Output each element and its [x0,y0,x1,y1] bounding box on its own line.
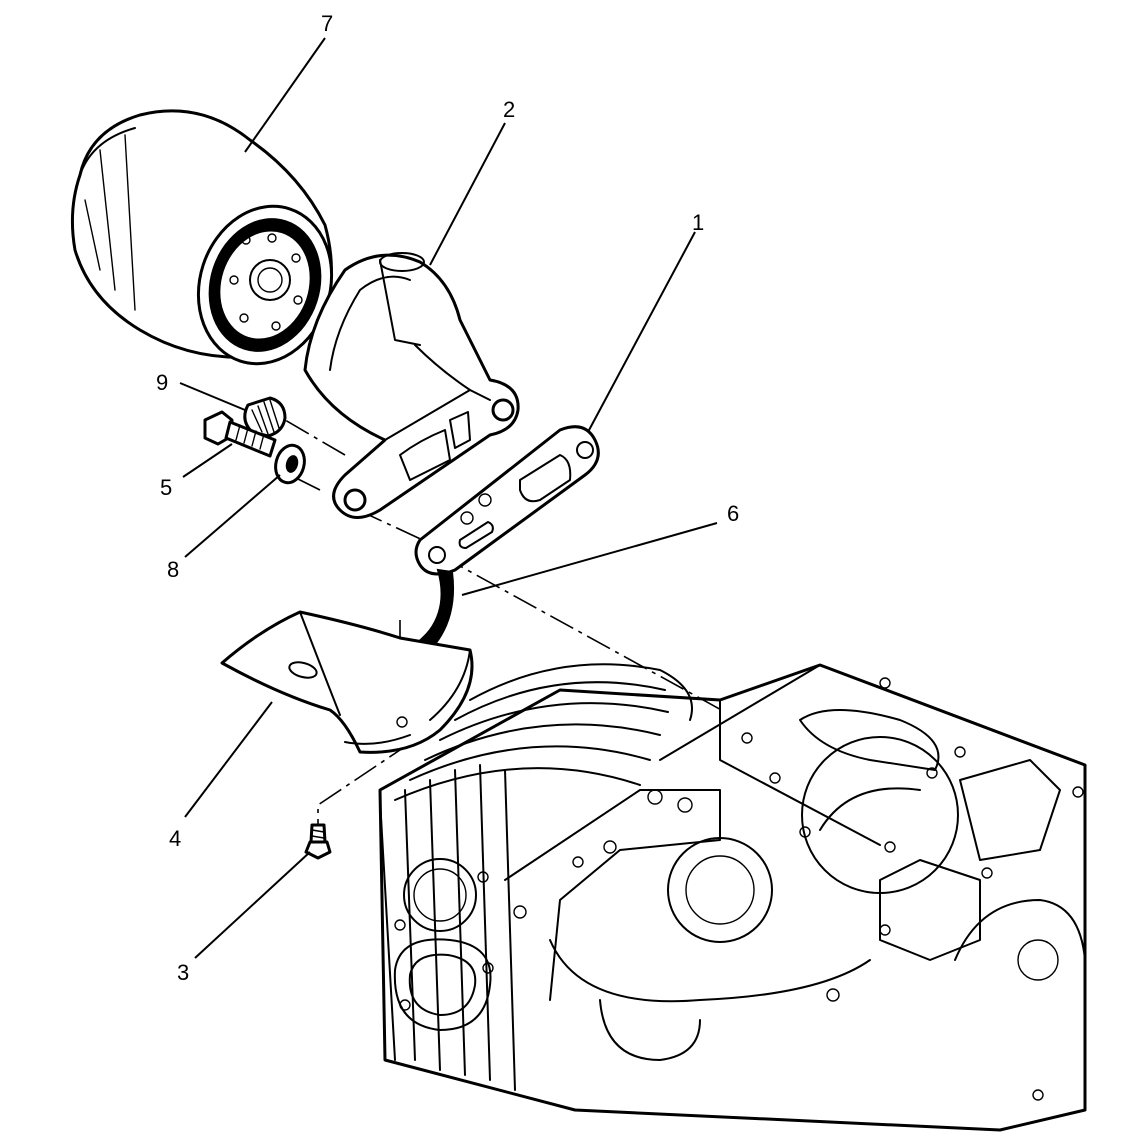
shield-plate [220,610,474,754]
threaded-plug [243,396,287,438]
mounting-screw [304,823,332,860]
callout-labels: 7 2 1 9 5 6 8 4 3 [156,11,739,985]
hex-bolt [203,410,277,458]
leader-lines [179,37,718,959]
callout-1: 1 [692,210,704,235]
callout-7: 7 [321,11,333,36]
callout-4: 4 [169,826,181,851]
filter-adapter [303,252,520,519]
callout-5: 5 [160,475,172,500]
callout-6: 6 [727,501,739,526]
oil-filter [70,109,334,366]
callout-9: 9 [156,370,168,395]
callout-8: 8 [167,557,179,582]
sealing-washer [274,443,306,485]
callout-2: 2 [503,97,515,122]
engine-block [378,663,1087,1132]
callout-3: 3 [177,960,189,985]
adapter-gasket [414,425,600,576]
